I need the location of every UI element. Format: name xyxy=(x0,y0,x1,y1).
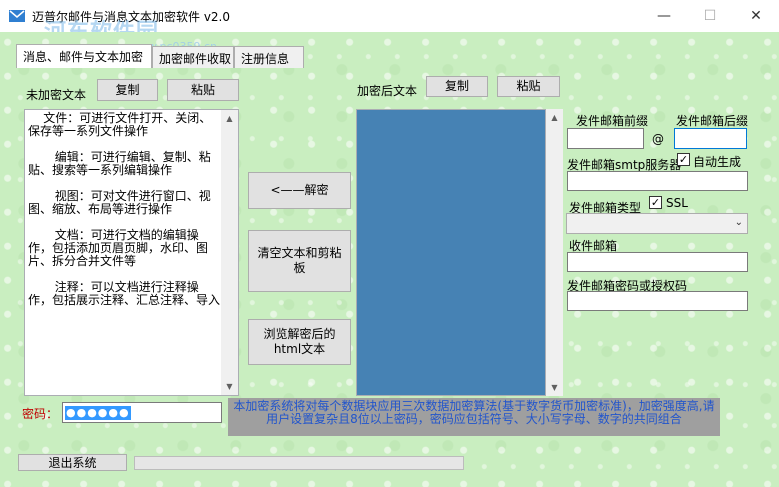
password-input[interactable]: ●●●●●● xyxy=(62,402,222,423)
mailbox-type-select[interactable]: ⌄ xyxy=(566,213,748,234)
close-button[interactable]: ✕ xyxy=(750,8,762,24)
ciphertext-scrollbar[interactable]: ▲ ▼ xyxy=(546,109,563,396)
clear-button[interactable]: 清空文本和剪粘板 xyxy=(248,230,351,292)
sender-password-input[interactable] xyxy=(567,291,748,311)
receiver-input[interactable] xyxy=(567,252,748,272)
smtp-server-input[interactable] xyxy=(567,171,748,191)
smtp-server-label: 发件邮箱smtp服务器 xyxy=(567,158,682,172)
auto-generate-label: 自动生成 xyxy=(693,155,742,169)
ciphertext-paste-button[interactable]: 粘贴 xyxy=(497,76,560,97)
password-label: 密码： xyxy=(22,407,59,421)
minimize-button[interactable]: — xyxy=(657,8,671,24)
scroll-down-icon[interactable]: ▼ xyxy=(226,382,233,391)
title-bar: 迈普尔邮件与消息文本加密软件 v2.0 河东软件园 — ☐ ✕ xyxy=(0,0,779,45)
scroll-down-icon[interactable]: ▼ xyxy=(551,383,558,392)
window-title: 迈普尔邮件与消息文本加密软件 v2.0 xyxy=(32,10,231,24)
ssl-checkbox[interactable]: ✓ xyxy=(649,196,662,209)
exit-button[interactable]: 退出系统 xyxy=(18,454,127,471)
mailbox-type-label: 发件邮箱类型 xyxy=(569,201,642,215)
ciphertext-label: 加密后文本 xyxy=(357,84,418,98)
plaintext-content: 文件：可进行文件打开、关闭、保存等一系列文件操作 编辑：可进行编辑、复制、粘贴、… xyxy=(28,111,221,307)
tab-encrypt[interactable]: 消息、邮件与文本加密 xyxy=(16,44,152,68)
plaintext-label: 未加密文本 xyxy=(26,88,87,102)
maximize-button[interactable]: ☐ xyxy=(703,8,717,24)
ciphertext-output[interactable] xyxy=(356,109,546,396)
scroll-up-icon[interactable]: ▲ xyxy=(551,113,558,122)
tab-receive[interactable]: 加密邮件收取 xyxy=(152,46,234,68)
sender-suffix-label: 发件邮箱后缀 xyxy=(676,114,749,128)
plaintext-copy-button[interactable]: 复制 xyxy=(97,79,158,101)
progress-bar xyxy=(134,456,464,470)
scroll-up-icon[interactable]: ▲ xyxy=(226,114,233,123)
decrypt-button[interactable]: <——解密 xyxy=(248,172,351,209)
password-mask: ●●●●●● xyxy=(65,405,131,420)
plaintext-paste-button[interactable]: 粘贴 xyxy=(167,79,239,101)
sender-password-label: 发件邮箱密码或授权码 xyxy=(567,279,688,293)
ciphertext-copy-button[interactable]: 复制 xyxy=(426,76,488,97)
receiver-label: 收件邮箱 xyxy=(569,239,618,253)
plaintext-scrollbar[interactable]: ▲ ▼ xyxy=(221,110,238,395)
auto-generate-checkbox[interactable]: ✓ xyxy=(677,153,690,166)
chevron-down-icon: ⌄ xyxy=(734,217,743,228)
sender-suffix-input[interactable] xyxy=(674,128,747,149)
plaintext-input[interactable]: 文件：可进行文件打开、关闭、保存等一系列文件操作 编辑：可进行编辑、复制、粘贴、… xyxy=(24,109,239,396)
sender-prefix-input[interactable] xyxy=(567,128,644,149)
at-symbol: @ xyxy=(652,132,664,146)
info-text: 本加密系统将对每个数据块应用三次数据加密算法(基于数字货币加密标准)，加密强度高… xyxy=(228,398,720,436)
app-icon xyxy=(9,10,25,22)
browse-html-button[interactable]: 浏览解密后的html文本 xyxy=(248,319,351,365)
tab-registration[interactable]: 注册信息 xyxy=(234,46,304,68)
sender-prefix-label: 发件邮箱前缀 xyxy=(576,114,649,128)
ssl-label: SSL xyxy=(666,196,688,210)
